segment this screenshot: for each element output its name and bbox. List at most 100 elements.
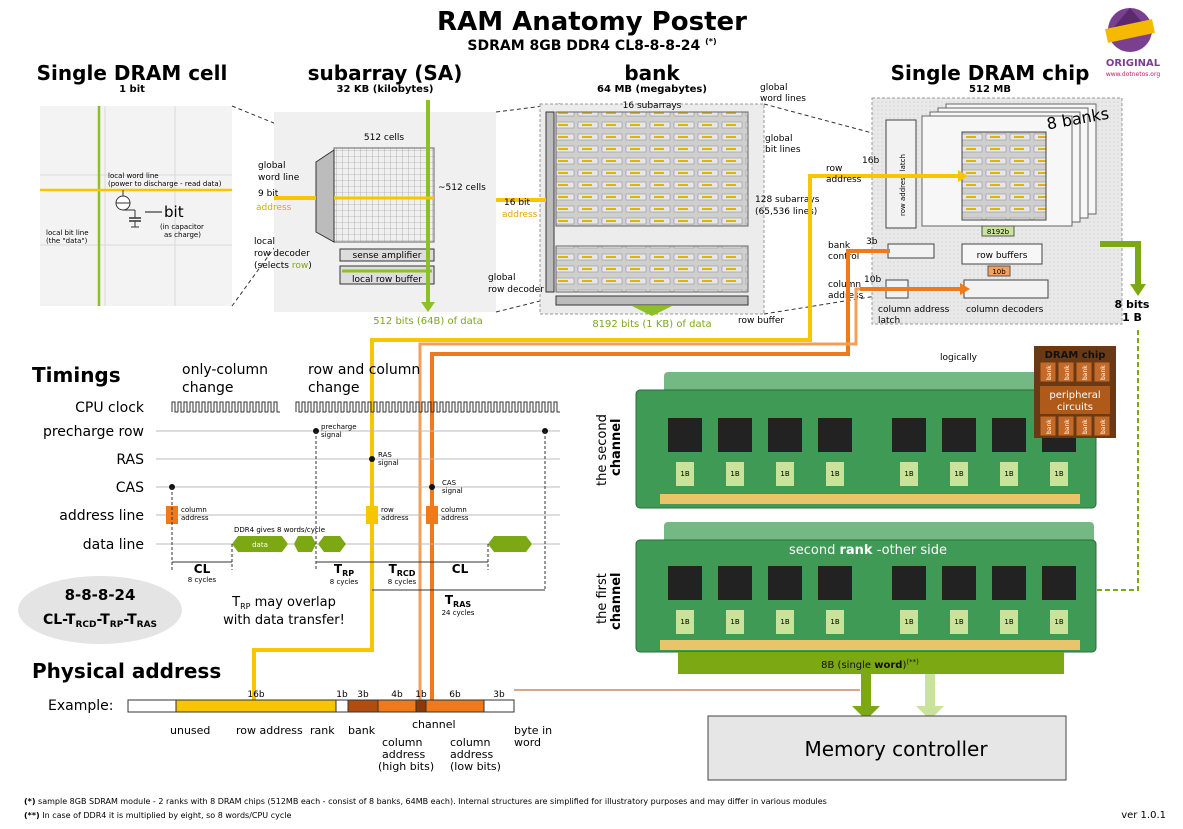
bank-title: bank [624, 61, 680, 85]
chip-size: 512 MB [969, 84, 1011, 95]
chip-row-buffers-label: row buffers [977, 251, 1028, 261]
chip-buffer-bits-tag [981, 225, 1015, 237]
address-label-bank: bank [348, 724, 376, 737]
bank-global-row-decoder [545, 111, 555, 293]
memory-controller [707, 715, 1067, 781]
memory-chip [768, 566, 802, 600]
timing-row-label: data line [83, 537, 144, 553]
overlap-note-1: TRP may overlap [231, 595, 336, 611]
subarray-decoder-2: row decoder [254, 249, 310, 259]
cell-word-line-note: (power to discharge - read data) [108, 180, 222, 188]
byte-lane-label: 1B [1004, 618, 1013, 626]
timing-badge-top: 8-8-8-24 [65, 586, 136, 604]
module-second-pins [660, 494, 1080, 504]
subarray-addr-word: address [256, 203, 292, 213]
data-burst-1 [232, 536, 288, 552]
byte-lane [726, 462, 744, 486]
tras-label: TRAS [445, 593, 472, 609]
timings-phase-a-2: change [182, 380, 234, 396]
bank-subarrays-right-1: 128 subarrays [755, 195, 820, 205]
subarray-grid [333, 147, 435, 243]
module-first-pins [660, 640, 1080, 650]
chip-column-bits: 10b [864, 275, 881, 285]
cell-bit-label: bit [164, 203, 184, 221]
chip-output-arrow-icon [1130, 284, 1146, 296]
byte-lane-label: 1B [780, 470, 789, 478]
logo-text: ORIGINAL [1106, 58, 1161, 69]
footnote-1: (*) sample 8GB SDRAM module - 2 ranks wi… [24, 797, 827, 806]
inset-bank [1093, 361, 1111, 383]
address-bits-col-high: 4b [391, 690, 403, 700]
address-bits-rank: 1b [336, 690, 348, 700]
column-decoders-label: column decoders [966, 305, 1044, 315]
route-column-address [418, 287, 860, 700]
cas-note-2: signal [442, 487, 463, 495]
inset-peripheral-2: circuits [1057, 402, 1093, 413]
chip-bank-control-1: bank [828, 241, 851, 251]
poster-title: RAM Anatomy Poster [437, 7, 747, 37]
column-address-note-1: column [181, 506, 207, 514]
cl-label: CL [194, 562, 211, 576]
timing-row-labels: CPU clock precharge row RAS CAS address … [43, 400, 145, 553]
cpu-clock-trace [171, 401, 560, 413]
bank-addr-bits: 16 bit [504, 198, 531, 208]
precharge-note-2: signal [321, 431, 342, 439]
inset-bank [1093, 415, 1111, 437]
sense-amplifier [339, 248, 435, 262]
cell-bit-note-2: as charge) [164, 231, 201, 239]
inset-bank-label: bank [1064, 419, 1071, 434]
bank-decoder-1: global [488, 273, 515, 283]
bank-subarrays-right-2: (65,536 lines) [755, 207, 817, 217]
address-field-col-low [425, 699, 485, 713]
memory-chip [1042, 566, 1076, 600]
chip-title: Single DRAM chip [891, 61, 1090, 85]
tras-cycles: 24 cycles [442, 609, 475, 617]
timing-traces: precharge signal RAS signal CAS signal c… [156, 401, 560, 628]
address-field-col-high [377, 699, 417, 713]
bank-global-word-2: word lines [760, 94, 806, 104]
chip-panel: row address latch 8 banks 16b row addres… [820, 97, 1150, 326]
byte-lane [950, 610, 968, 634]
controller-arrow-1-icon [852, 706, 880, 720]
trp-label: TRP [334, 562, 354, 578]
byte-lane [776, 610, 794, 634]
data-burst-3 [318, 536, 346, 552]
subarray-zoom-connector [495, 103, 561, 313]
chip-column-addr-1: column [828, 280, 861, 290]
logo-ribbon [1105, 19, 1155, 43]
address-label-col-low-2: address [450, 748, 493, 761]
word-bus [678, 652, 1064, 674]
cas-marker-2 [429, 484, 435, 490]
subarray-addr-bits: 9 bit [258, 189, 279, 199]
chip-column-arrow-icon [960, 283, 970, 295]
inset-bank [1039, 361, 1057, 383]
subarray-size: 32 KB (kilobytes) [337, 84, 434, 95]
subarray-data-out: 512 bits (64B) of data [373, 316, 483, 327]
cell-panel-bg [40, 106, 232, 306]
inset-bank [1075, 415, 1093, 437]
timing-row-label: CPU clock [75, 400, 145, 416]
row-address-note-1: row [381, 506, 394, 514]
timings-phase-b-2: change [308, 380, 360, 396]
byte-lane-label: 1B [730, 618, 739, 626]
inset-bank-label: bank [1046, 365, 1053, 380]
bank-panel: 16 subarrays global word lines global bi… [488, 83, 820, 330]
address-label-col-high-3: (high bits) [378, 760, 434, 773]
timing-row-label: CAS [116, 480, 144, 496]
bank-decoder-2: row decoder [488, 285, 544, 295]
memory-chip [668, 418, 702, 452]
inset-bank-label: bank [1100, 419, 1107, 434]
address-example: Example: [48, 698, 113, 714]
bank-subarrays-top: 16 subarrays [623, 101, 682, 111]
byte-lane-label: 1B [730, 470, 739, 478]
data-burst-4 [488, 536, 532, 552]
address-field-rank [335, 699, 349, 713]
address-label-channel: channel [412, 718, 456, 731]
cell-bit-line-label-2: (the "data") [46, 237, 88, 245]
capacitor-icon [129, 210, 141, 228]
chip-output-1: 8 bits [1115, 298, 1150, 311]
cl-cycles: 8 cycles [188, 576, 217, 584]
